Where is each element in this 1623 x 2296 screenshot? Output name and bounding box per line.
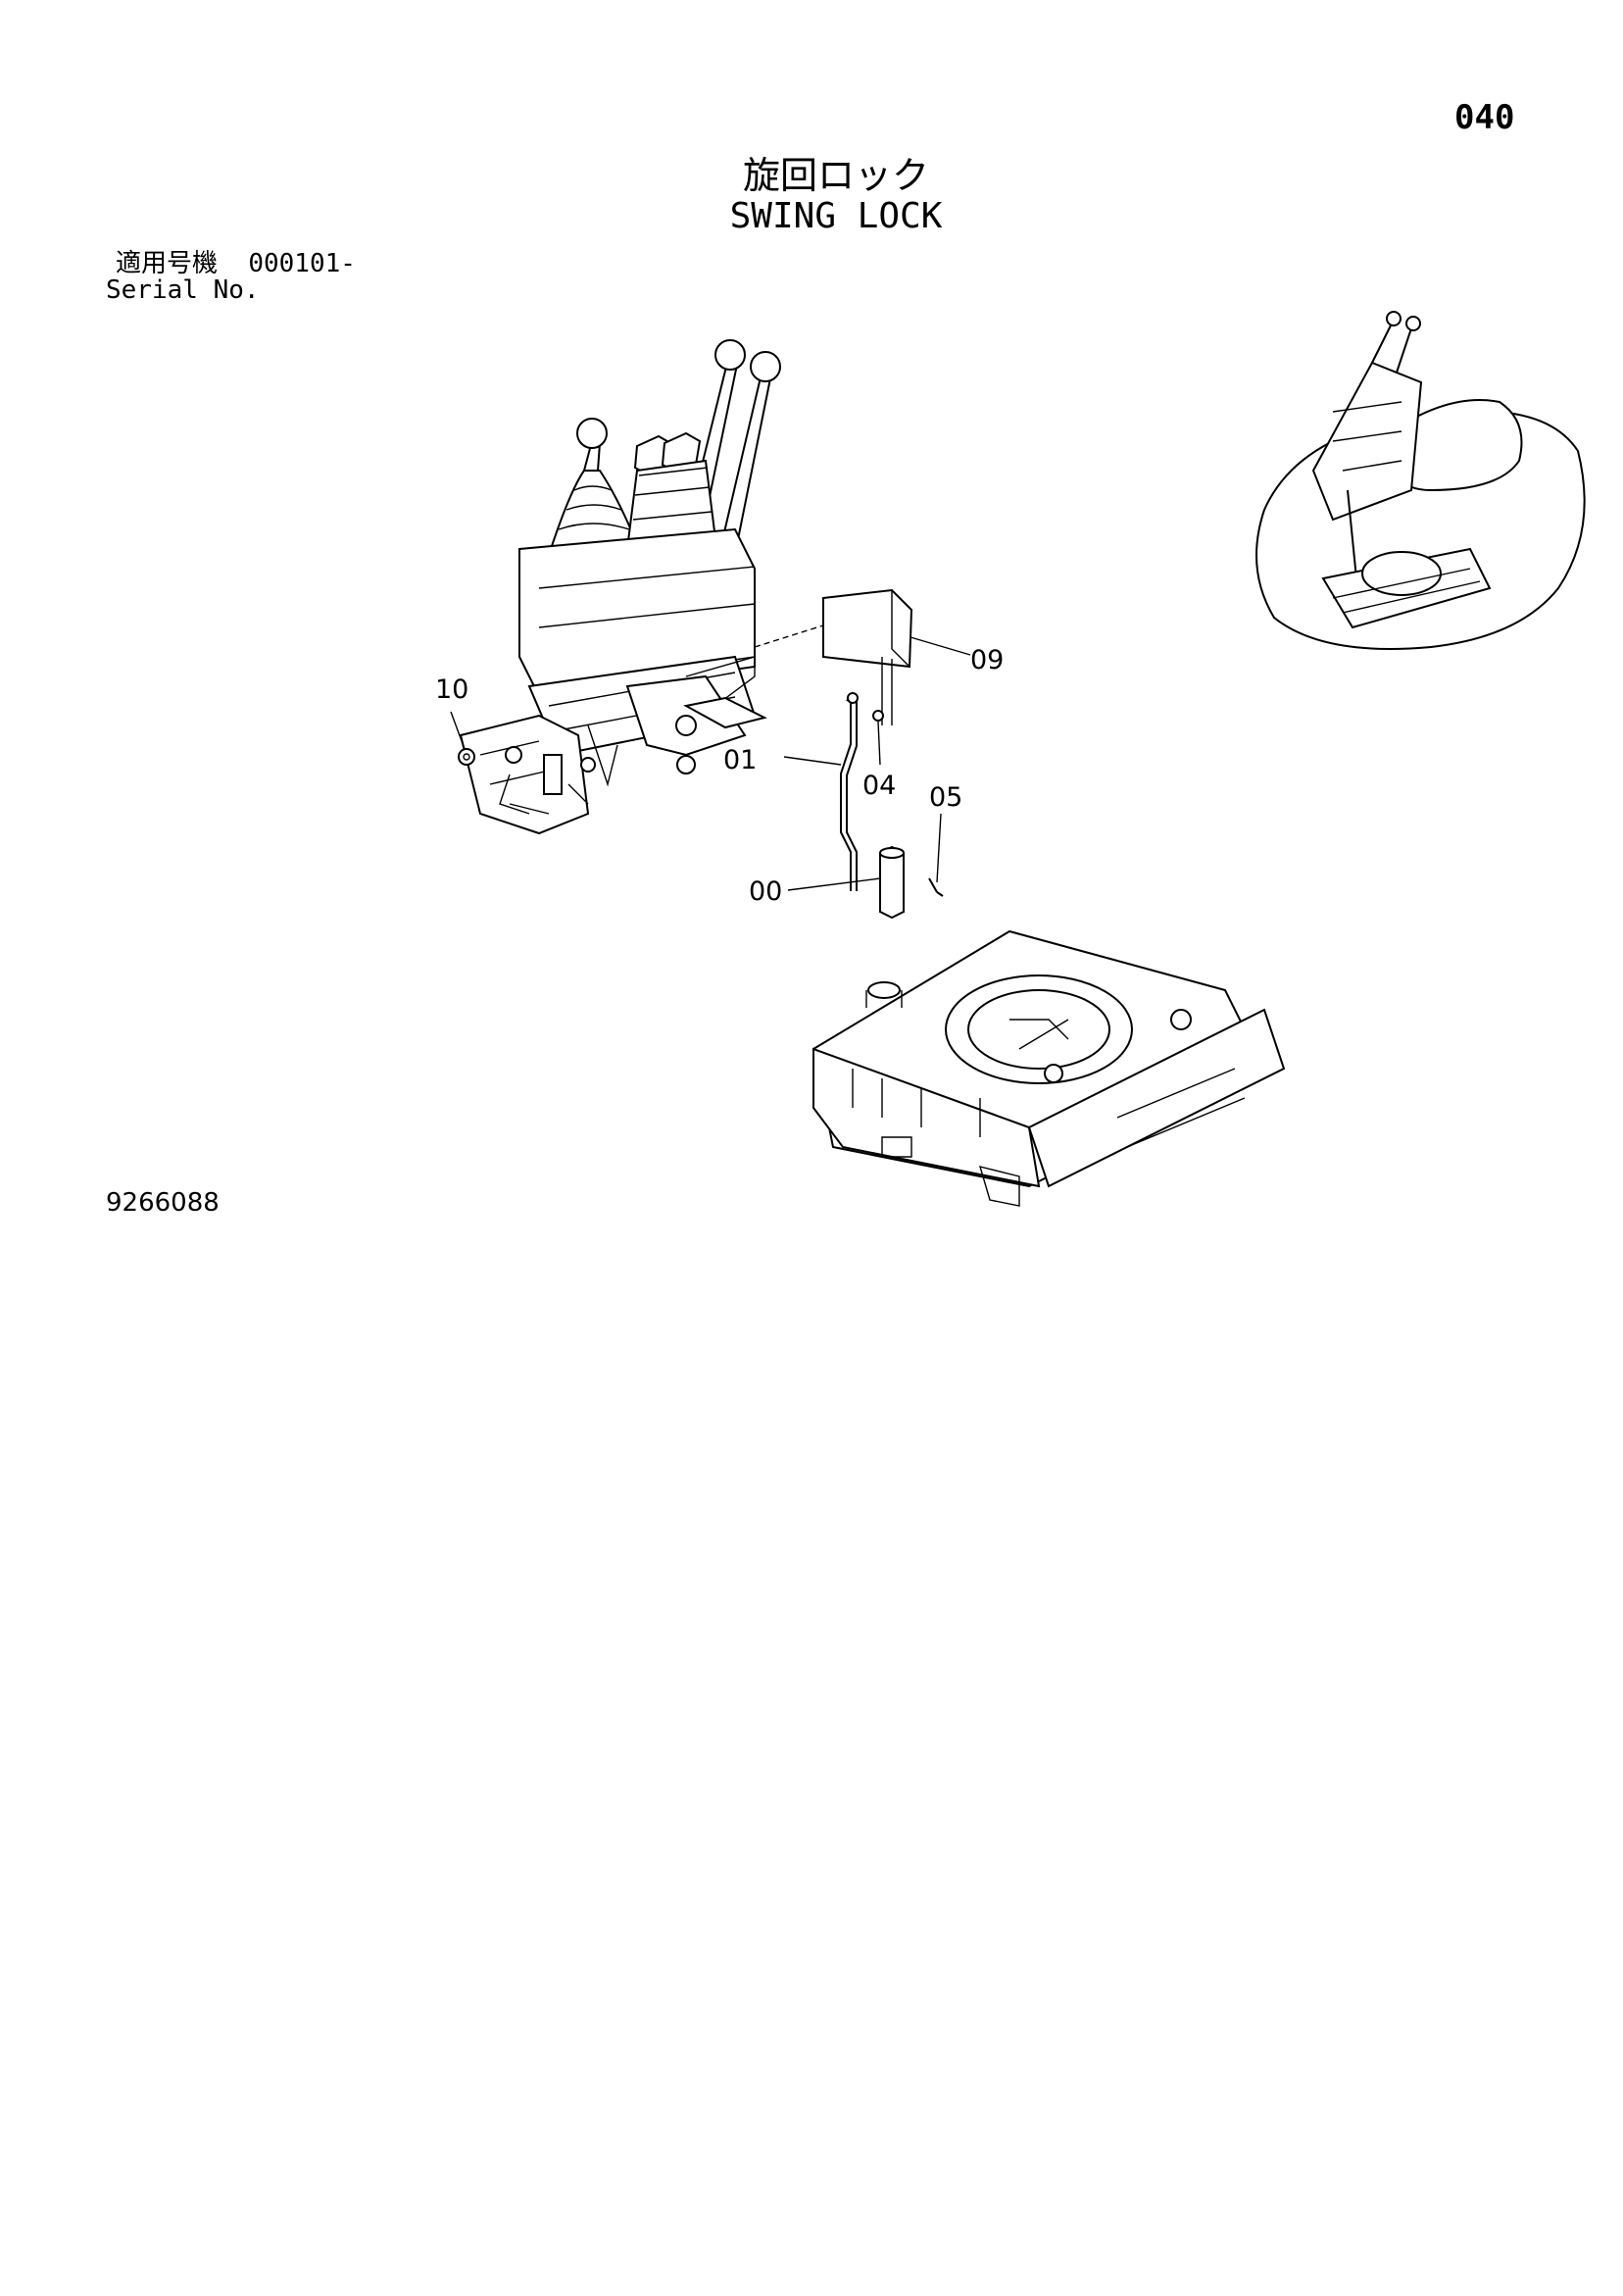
joystick-knob-left bbox=[576, 418, 608, 449]
lever-knob-2 bbox=[750, 351, 781, 382]
lock-rod-01 bbox=[840, 691, 884, 891]
leader-05 bbox=[936, 813, 942, 883]
swing-frame bbox=[812, 929, 1286, 1207]
serial-value: 000101- bbox=[248, 249, 356, 278]
drawing-number: 9266088 bbox=[106, 1188, 220, 1218]
serial-block: 適用号機 000101- Serial No. bbox=[106, 251, 356, 304]
left-boot bbox=[549, 470, 641, 550]
callout-01: 01 bbox=[723, 745, 757, 775]
page-number: 040 bbox=[1454, 98, 1515, 137]
leader-00 bbox=[787, 877, 881, 891]
bracket-09 bbox=[822, 588, 913, 725]
machine-overview bbox=[1255, 311, 1586, 650]
callout-05: 05 bbox=[929, 782, 962, 813]
callout-10: 10 bbox=[435, 674, 468, 705]
callout-04: 04 bbox=[862, 771, 896, 801]
leader-09 bbox=[910, 636, 971, 656]
lower-left-bracket bbox=[459, 714, 590, 835]
title-english: SWING LOCK bbox=[729, 196, 943, 236]
bolt-10 bbox=[458, 748, 475, 766]
leader-10 bbox=[450, 711, 466, 750]
serial-label-jp: 適用号機 bbox=[116, 249, 219, 278]
lever-knob-1 bbox=[714, 339, 746, 371]
serial-row-en: Serial No. bbox=[106, 277, 356, 304]
leader-04 bbox=[877, 721, 881, 766]
callout-00: 00 bbox=[749, 876, 782, 907]
lock-pin-00 bbox=[879, 845, 944, 920]
clip-04 bbox=[872, 710, 884, 722]
serial-label-en: Serial No. bbox=[106, 275, 260, 305]
bracket-post bbox=[543, 754, 563, 795]
pin-hole bbox=[867, 981, 901, 999]
callout-09: 09 bbox=[970, 645, 1004, 675]
leader-01 bbox=[783, 756, 842, 766]
control-lever-assembly bbox=[458, 339, 824, 835]
overview-console bbox=[1311, 361, 1423, 522]
title-japanese: 旋回ロック bbox=[742, 154, 929, 197]
serial-row-jp: 適用号機 000101- bbox=[116, 251, 356, 277]
clip-05 bbox=[928, 877, 944, 897]
swing-ring-inner bbox=[967, 989, 1110, 1070]
